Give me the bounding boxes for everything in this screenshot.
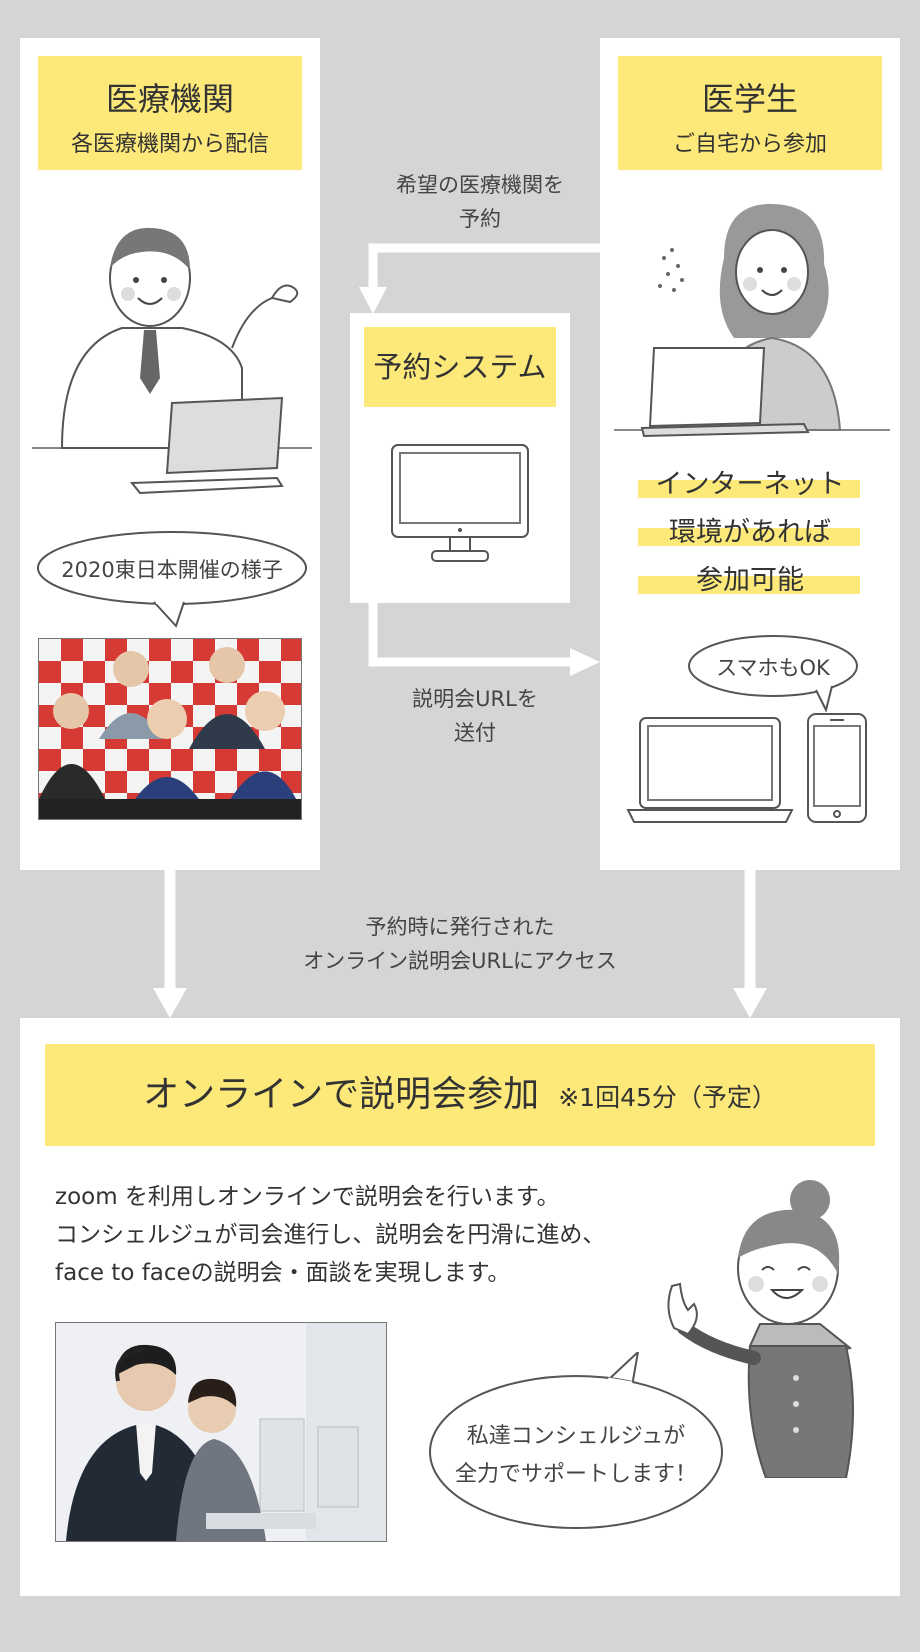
description-line-2: コンシェルジュが司会進行し、説明会を円滑に進め、 xyxy=(55,1222,606,1248)
reservation-system-panel: 予約システム xyxy=(350,313,570,603)
concierge-bubble-text: 私達コンシェルジュが 全力でサポートします！ xyxy=(426,1418,726,1494)
reserve-flow-line-2: 予約 xyxy=(459,207,501,231)
online-session-panel: オンラインで説明会参加 ※1回45分（予定） zoom を利用しオンラインで説明… xyxy=(20,1018,900,1596)
smartphone-speech-bubble xyxy=(688,635,858,712)
reserve-flow-label: 希望の医療機関を 予約 xyxy=(360,168,600,236)
flow-arrows xyxy=(153,243,767,1018)
access-flow-label: 予約時に発行された オンライン説明会URLにアクセス xyxy=(230,910,690,978)
medical-institution-panel: 医療機関 各医療機関から配信 2020東日本開催の様子 xyxy=(20,38,320,870)
availability-line-3: 参加可能 xyxy=(696,565,804,596)
smartphone-bubble-text: スマホもOK xyxy=(716,656,830,680)
reservation-system-title: 予約システム xyxy=(373,350,547,384)
medical-institution-title: 医療機関 xyxy=(105,80,234,118)
event-bubble-text: 2020東日本開催の様子 xyxy=(61,558,283,582)
medical-student-title: 医学生 xyxy=(701,80,798,118)
send-url-flow-line-1: 説明会URLを xyxy=(412,687,538,711)
student-illustration xyxy=(614,203,890,438)
concierge-photo xyxy=(55,1322,387,1542)
online-session-header: オンラインで説明会参加 ※1回45分（予定） xyxy=(45,1044,875,1146)
medical-student-panel: 医学生 ご自宅から参加 インターネット 環境があれば 参加可能 スマホもOK xyxy=(600,38,900,870)
send-url-flow-label: 説明会URLを 送付 xyxy=(360,682,590,750)
concierge-bubble-line-2: 全力でサポートします！ xyxy=(454,1462,697,1487)
online-session-title: オンラインで説明会参加 xyxy=(143,1074,540,1115)
access-flow-line-2: オンライン説明会URLにアクセス xyxy=(303,949,617,973)
access-flow-line-1: 予約時に発行された xyxy=(365,915,555,939)
internet-availability-note: インターネット 環境があれば 参加可能 xyxy=(600,458,900,608)
concierge-bubble-line-1: 私達コンシェルジュが xyxy=(466,1424,686,1449)
send-url-flow-line-2: 送付 xyxy=(454,721,496,745)
medical-institution-subtitle: 各医療機関から配信 xyxy=(70,132,269,157)
monitor-icon xyxy=(391,444,529,562)
concierge-speech-bubble xyxy=(429,1352,723,1529)
online-session-description: zoom を利用しオンラインで説明会を行います。 コンシェルジュが司会進行し、説… xyxy=(55,1178,655,1292)
medical-student-subtitle: ご自宅から参加 xyxy=(672,132,827,157)
online-session-duration-note: ※1回45分（予定） xyxy=(558,1083,777,1112)
medical-institution-header: 医療機関 各医療機関から配信 xyxy=(38,56,302,170)
smartphone-icon xyxy=(807,713,867,823)
availability-line-2: 環境があれば xyxy=(669,517,831,548)
description-line-3: face to faceの説明会・面談を実現します。 xyxy=(55,1260,511,1286)
availability-line-1: インターネット xyxy=(655,469,845,500)
reservation-system-header: 予約システム xyxy=(364,327,556,407)
event-photo xyxy=(38,638,302,820)
medical-student-header: 医学生 ご自宅から参加 xyxy=(618,56,882,170)
reserve-flow-line-1: 希望の医療機関を xyxy=(396,173,564,197)
concierge-illustration xyxy=(667,1180,854,1478)
event-speech-bubble xyxy=(37,531,307,628)
laptop-icon xyxy=(626,717,794,823)
description-line-1: zoom を利用しオンラインで説明会を行います。 xyxy=(55,1184,560,1210)
doctor-illustration xyxy=(32,227,312,495)
